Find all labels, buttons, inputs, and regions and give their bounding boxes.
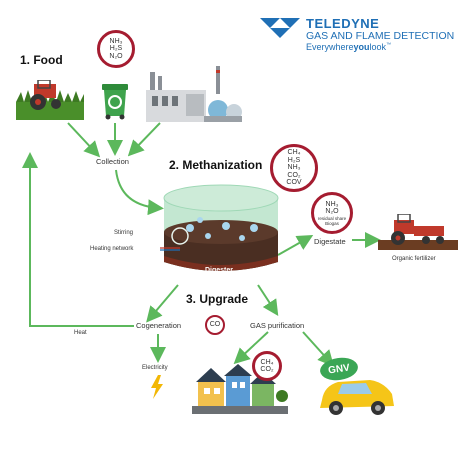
arrow-collection-to-digester bbox=[115, 169, 164, 216]
gas-h2s: H₂S bbox=[109, 45, 123, 53]
brand-tagline: Everywhereyoulook™ bbox=[306, 42, 392, 52]
step-food-title: 1. Food bbox=[20, 53, 63, 67]
electricity-label: Electricity bbox=[142, 365, 168, 371]
methanization-gas-circle: CH₄ H₂S NH₃ CO₂ COV bbox=[270, 144, 318, 192]
digester-tank bbox=[160, 184, 279, 271]
arrow-digester-to-cogeneration bbox=[146, 284, 179, 323]
recycle-bin-illustration bbox=[102, 84, 128, 120]
gas-co2: CO₂ bbox=[287, 171, 301, 179]
gas-purification-label: GAS purification bbox=[250, 321, 305, 330]
step-methanization-title: 2. Methanization bbox=[169, 158, 263, 172]
brand-name: TELEDYNE bbox=[306, 16, 380, 31]
brand-line: GAS AND FLAME DETECTION bbox=[306, 30, 455, 42]
stirring-label: Stirring bbox=[114, 230, 134, 236]
gnv-car-illustration bbox=[320, 380, 394, 415]
arrow-digester-to-digestate bbox=[277, 235, 314, 256]
food-gas-circle: NH₃ H₂S N₂O bbox=[97, 30, 135, 68]
digestate-label: Digestate bbox=[314, 237, 346, 246]
heating-network-label: Heating network bbox=[90, 246, 134, 252]
collection-label: Collection bbox=[96, 157, 129, 166]
farm-tractor-illustration bbox=[16, 80, 84, 120]
arrow-purification-to-town bbox=[233, 331, 269, 365]
teledyne-logo-icon bbox=[260, 18, 300, 38]
factory-illustration bbox=[146, 66, 242, 122]
gas-co: CO bbox=[209, 321, 221, 329]
arrow-digester-to-gas-purification bbox=[257, 284, 279, 317]
fertilizer-tractor-illustration bbox=[378, 214, 458, 250]
gas-ch4: CH₄ bbox=[287, 149, 301, 157]
town-houses-illustration bbox=[192, 364, 288, 414]
co-gas-circle: CO bbox=[205, 315, 225, 335]
gas-n2o: N₂O bbox=[109, 52, 123, 60]
gas-residual-share: residual share bbox=[317, 215, 347, 221]
town-gas-circle: CH₄ CO₂ bbox=[252, 351, 282, 381]
gas-biogas: Biogas bbox=[325, 220, 339, 226]
gas-nh3: NH₃ bbox=[287, 164, 301, 172]
gas-ch4: CH₄ bbox=[260, 358, 274, 366]
arrow-cogeneration-heat-loop bbox=[22, 152, 134, 327]
gas-co2: CO₂ bbox=[260, 366, 274, 373]
gas-cov: COV bbox=[286, 179, 302, 187]
gnv-label: GNV bbox=[327, 362, 351, 376]
step-upgrade-title: 3. Upgrade bbox=[186, 292, 249, 306]
digester-label: Digester bbox=[205, 267, 234, 274]
organic-fertilizer-label: Organic fertilizer bbox=[392, 256, 436, 262]
gas-h2s: H₂S bbox=[287, 156, 301, 164]
arrow-farm-to-collection bbox=[67, 122, 101, 158]
arrow-purification-to-gnv bbox=[302, 331, 335, 367]
gas-nh3: NH₃ bbox=[109, 37, 123, 45]
arrow-factory-to-collection bbox=[127, 122, 161, 157]
digestate-gas-circle: NH₃ N₂O residual share Biogas bbox=[311, 192, 353, 234]
heat-label: Heat bbox=[74, 330, 87, 336]
lightning-icon bbox=[151, 375, 163, 399]
gas-n2o: N₂O bbox=[325, 208, 339, 215]
cogeneration-label: Cogeneration bbox=[136, 321, 182, 330]
gas-nh3: NH₃ bbox=[325, 200, 339, 208]
